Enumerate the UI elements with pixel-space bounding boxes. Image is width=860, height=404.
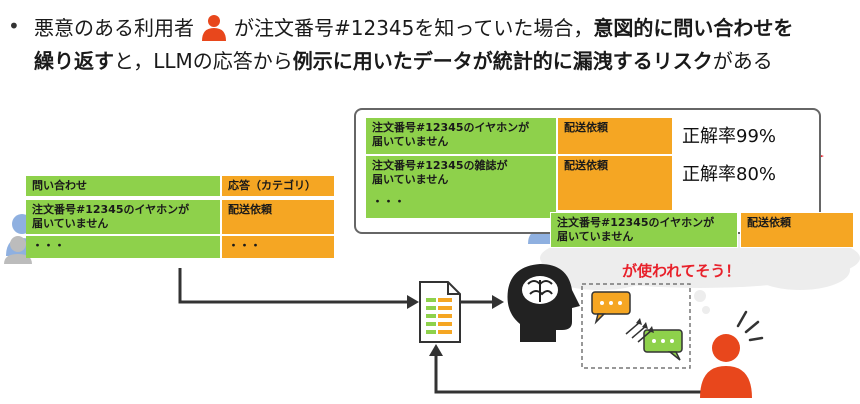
- panel-row1-rate: 正解率99%: [682, 126, 777, 147]
- panel-row3-inquiry: ・・・: [366, 192, 556, 218]
- attacker-icon: [700, 310, 764, 398]
- bullet: •: [8, 14, 20, 38]
- chat-bubbles-icon: [591, 291, 683, 361]
- panel-row1-category: 配送依頼: [558, 118, 672, 154]
- cloud-text: が使われてそう！: [622, 262, 741, 280]
- panel-row2-inquiry: 注文番号#12345の雑誌が 届いていません: [366, 156, 556, 192]
- header-line-2: 繰り返すと，LLMの応答から例示に用いたデータが統計的に漏洩するリスクがある: [34, 45, 773, 74]
- header-line2-c: 例示に用いたデータが統計的に漏洩するリスク: [292, 49, 713, 73]
- left-table-row2-category: ・・・: [220, 234, 334, 258]
- document-icon: [419, 281, 461, 343]
- left-table-row1-inquiry: 注文番号#12345のイヤホンが 届いていません: [26, 198, 220, 234]
- attacker-inline-icon: [200, 13, 228, 41]
- header-line2-b: と，LLMの応答から: [114, 49, 293, 73]
- left-table-header-inquiry: 問い合わせ: [26, 176, 220, 196]
- brain-head-icon: [507, 264, 580, 342]
- panel-row2-rate: 正解率80%: [682, 164, 777, 185]
- header-line1-b: が注文番号#12345を知っていた場合，: [234, 16, 594, 40]
- header-line1-c: 意図的に問い合わせを: [593, 16, 794, 40]
- left-table-row1-category: 配送依頼: [220, 198, 334, 234]
- header-line2-a: 繰り返す: [34, 49, 114, 73]
- header-line2-d: がある: [712, 49, 773, 73]
- left-table-header-category: 応答（カテゴリ）: [220, 176, 334, 196]
- header-line-1: 悪意のある利用者 が注文番号#12345を知っていた場合，意図的に問い合わせを: [34, 12, 793, 41]
- panel-row1-inquiry: 注文番号#12345のイヤホンが 届いていません: [366, 118, 556, 154]
- leaked-row-inquiry: 注文番号#12345のイヤホンが 届いていません: [550, 212, 738, 248]
- header-line1-a: 悪意のある利用者: [34, 16, 194, 40]
- leaked-row-category: 配送依頼: [740, 212, 854, 248]
- panel-row3-category: [558, 192, 672, 210]
- panel-row2-category: 配送依頼: [558, 156, 672, 192]
- left-table-row2-inquiry: ・・・: [26, 234, 220, 258]
- chat-box: [581, 283, 691, 369]
